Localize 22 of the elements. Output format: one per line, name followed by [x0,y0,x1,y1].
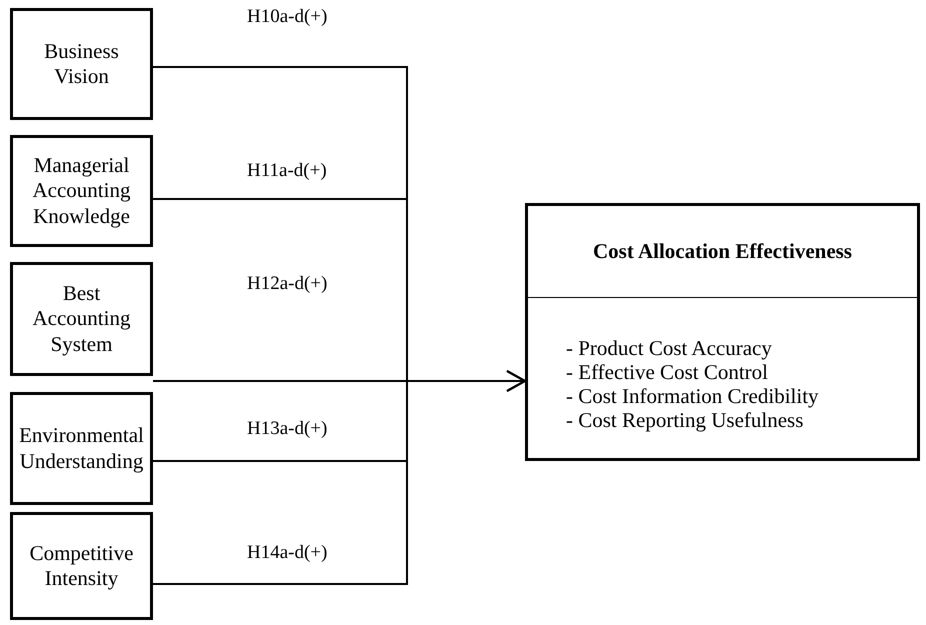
box-label: Business Vision [43,38,120,90]
edge-label: H12a-d(+) [247,273,328,295]
list-item: - Effective Cost Control [566,360,769,384]
connector-arrow [153,370,526,585]
edge-label: H11a-d(+) [247,160,327,182]
outcome-box [525,203,920,461]
box-label: Best Accounting System [32,281,132,357]
construct-box [10,392,153,505]
box-label: Environmental Understanding [18,423,145,474]
list-item: - Cost Information Credibility [566,384,820,408]
box-heading: Cost Allocation Effectiveness [528,206,917,298]
construct-box [10,8,153,120]
box-label: Competitive Intensity [28,540,134,592]
construct-box [10,512,153,620]
edge-label: H14a-d(+) [247,542,328,564]
list-item: - Product Cost Accuracy [566,336,773,360]
edge-label: H10a-d(+) [247,6,328,28]
edge-label: H13a-d(+) [247,418,328,440]
construct-box [10,262,153,376]
list-item: - Cost Reporting Usefulness [566,408,804,432]
construct-box [10,135,153,247]
box-label: Managerial Accounting Knowledge [32,153,132,229]
